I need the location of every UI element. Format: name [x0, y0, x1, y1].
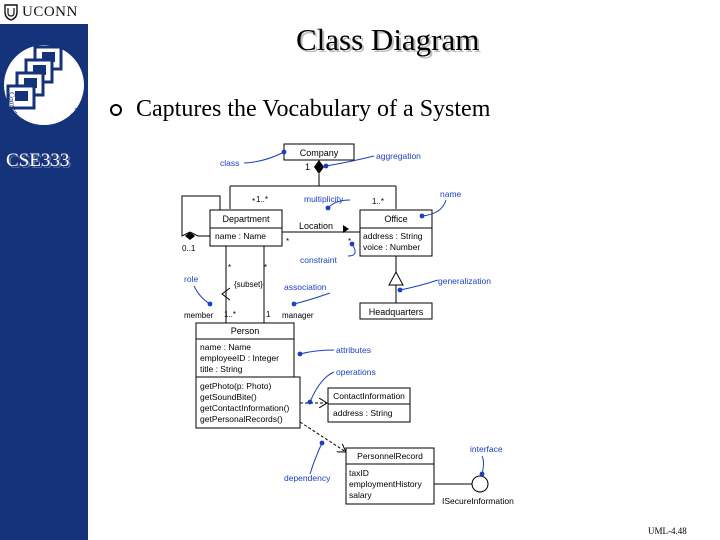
office-class: Office address : String voice : Number: [359, 209, 433, 257]
bullet-icon: [110, 103, 122, 116]
person-op-records: getPersonalRecords(): [200, 414, 283, 424]
mult-zero-one: 0..1: [182, 244, 196, 253]
bullet-point: Captures the Vocabulary of a System: [110, 96, 490, 123]
personnel-attr-taxid: taxID: [349, 468, 369, 478]
mult-star-dept-bottom: *: [228, 263, 231, 272]
annotation-name: name: [440, 189, 462, 199]
mult-manager: 1: [266, 310, 271, 319]
annotation-dependency: dependency: [284, 473, 331, 483]
aggregation-diamond: [314, 160, 324, 174]
annotation-attributes: attributes: [336, 345, 371, 355]
annotations: class aggregation name multiplicity cons…: [184, 151, 503, 483]
seal-icon: [4, 4, 18, 21]
subset-arrow: [221, 287, 231, 301]
page-title: Class Diagram: [296, 22, 480, 57]
person-class-name: Person: [231, 326, 260, 336]
annotation-aggregation: aggregation: [376, 151, 421, 161]
generalization-triangle: [388, 270, 404, 286]
department-class-name: Department: [222, 214, 270, 224]
office-attr-address: address : String: [363, 231, 423, 241]
person-class: Person name : Name employeeID : Integer …: [195, 322, 301, 429]
annotation-generalization: generalization: [438, 276, 491, 286]
annotation-operations: operations: [336, 367, 376, 377]
person-op-photo: getPhoto(p: Photo): [200, 381, 272, 391]
interface-lollipop: [471, 475, 489, 493]
class-diagram: Company 1 * 1..* 1..* Department name : …: [181, 143, 514, 506]
uconn-logo: UCONN: [3, 2, 78, 22]
mult-one-star-b: 1..*: [372, 197, 384, 206]
department-attr: name : Name: [215, 231, 266, 241]
mult-member: 1..*: [224, 310, 236, 319]
contact-attr-address: address : String: [333, 408, 393, 418]
mult-star-loc-l: *: [286, 237, 289, 246]
personnel-class-name: PersonnelRecord: [357, 451, 423, 461]
office-attr-voice: voice : Number: [363, 242, 420, 252]
subset-label: {subset}: [234, 280, 263, 289]
mult-star-dept: *: [252, 197, 255, 206]
annotation-class: class: [220, 158, 239, 168]
person-attr-id: employeeID : Integer: [200, 353, 279, 363]
course-code: CSE333: [6, 150, 70, 171]
annotation-interface: interface: [470, 444, 503, 454]
mult-one-star-a: 1..*: [256, 195, 268, 204]
slide-number: UML-4.48: [648, 526, 687, 536]
location-class-name: Location: [299, 221, 333, 231]
uconn-text: UCONN: [22, 3, 78, 20]
annotation-multiplicity: multiplicity: [304, 194, 344, 204]
annotation-leaders: [193, 149, 485, 477]
mult-star-dept-bottom2: *: [264, 263, 267, 272]
personnel-attr-salary: salary: [349, 490, 372, 500]
personnel-record-class: PersonnelRecord taxID employmentHistory …: [345, 447, 435, 505]
sidebar: UCONN Computer Science and Engineering C…: [0, 0, 88, 540]
contact-class-name: ContactInformation: [333, 391, 405, 401]
office-class-name: Office: [384, 214, 407, 224]
person-attr-title: title : String: [200, 364, 243, 374]
company-class: Company: [283, 143, 355, 161]
person-op-sound: getSoundBite(): [200, 392, 257, 402]
location-arrow: [343, 225, 349, 233]
role-manager: manager: [282, 311, 314, 320]
headquarters-class: Headquarters: [359, 302, 433, 320]
person-attr-name: name : Name: [200, 342, 251, 352]
department-class: Department name : Name: [209, 209, 283, 247]
interface-name: ISecureInformation: [442, 496, 514, 506]
annotation-association: association: [284, 282, 327, 292]
mult-company: 1: [305, 162, 310, 172]
department-self-diamond: [185, 232, 195, 240]
stacked-windows-icon: [6, 45, 63, 110]
contact-information-class: ContactInformation address : String: [327, 387, 411, 423]
bullet-text: Captures the Vocabulary of a System: [136, 96, 491, 122]
mult-star-loc-r: *: [348, 237, 351, 246]
department-badge: Computer Science and Engineering: [2, 30, 86, 140]
person-op-contact: getContactInformation(): [200, 403, 289, 413]
annotation-constraint: constraint: [300, 255, 337, 265]
company-class-name: Company: [300, 148, 339, 158]
dependency-personnel: [299, 421, 346, 452]
role-member: member: [184, 311, 214, 320]
personnel-attr-history: employmentHistory: [349, 479, 422, 489]
headquarters-class-name: Headquarters: [369, 307, 424, 317]
annotation-role: role: [184, 274, 198, 284]
